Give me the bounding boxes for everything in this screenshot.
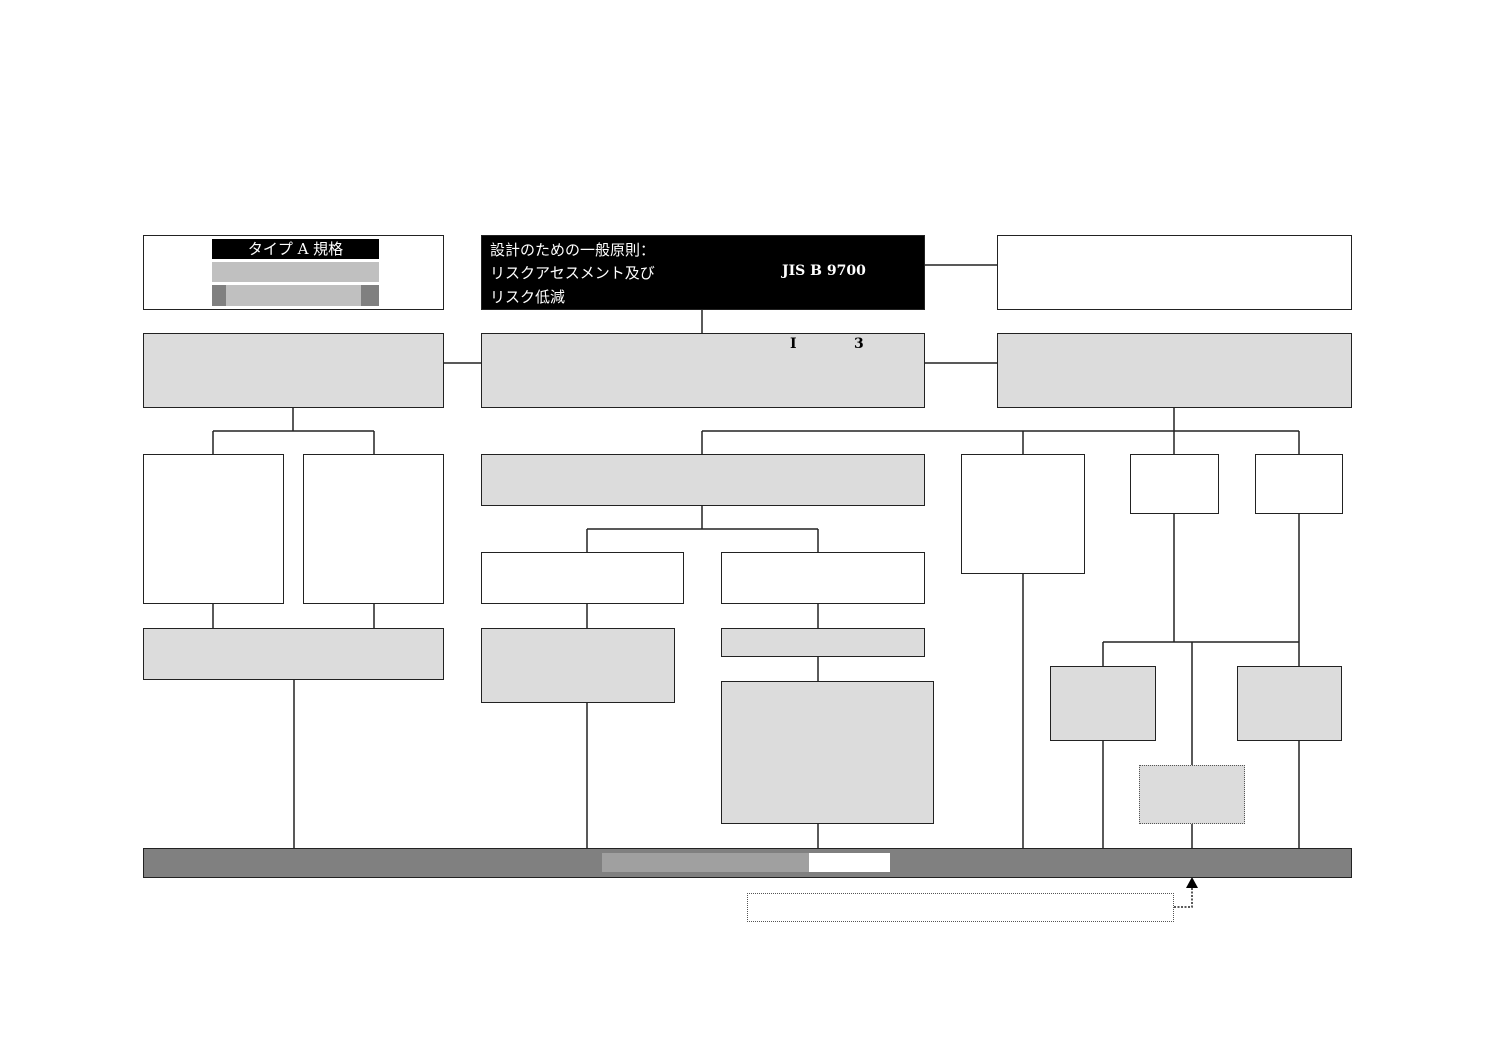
type-a-shade xyxy=(212,262,379,282)
row3-box-4 xyxy=(961,454,1085,574)
row5-box-1 xyxy=(143,628,444,680)
row2-right-box xyxy=(997,333,1352,408)
principles-line-1: 設計のための一般原則： xyxy=(490,241,656,259)
row5-box-5 xyxy=(1237,666,1342,741)
row3-box-2 xyxy=(303,454,444,604)
bar-highlight xyxy=(602,853,809,872)
row5-box-3 xyxy=(721,628,925,657)
general-principles-box: 設計のための一般原則： リスクアセスメント及び リスク低減 JIS B 9700 xyxy=(481,235,925,310)
fragment-1: I xyxy=(790,336,797,352)
row5-box-2 xyxy=(481,628,675,703)
row3-box-3 xyxy=(481,454,925,506)
row5-box-4 xyxy=(1050,666,1156,741)
row2-left-box xyxy=(143,333,444,408)
principles-line-2: リスクアセスメント及び xyxy=(490,264,655,282)
row6-box-1 xyxy=(721,681,934,824)
standard-number: JIS B 9700 xyxy=(782,263,866,279)
row3-box-5 xyxy=(1130,454,1219,514)
row3-box-1 xyxy=(143,454,284,604)
row3-box-6 xyxy=(1255,454,1343,514)
dotted-gray-box xyxy=(1139,765,1245,824)
type-a-shade-dark xyxy=(212,285,379,306)
note-box xyxy=(747,893,1174,922)
bottom-bar xyxy=(143,848,1352,878)
top-right-box xyxy=(997,235,1352,310)
principles-line-3: リスク低減 xyxy=(490,288,566,306)
row4-box-2 xyxy=(721,552,925,604)
row4-box-1 xyxy=(481,552,684,604)
type-a-label: タイプ A 規格 xyxy=(212,239,379,259)
row2-center-box: I 3 xyxy=(481,333,925,408)
bar-white-segment xyxy=(809,853,890,872)
fragment-2: 3 xyxy=(854,336,864,352)
